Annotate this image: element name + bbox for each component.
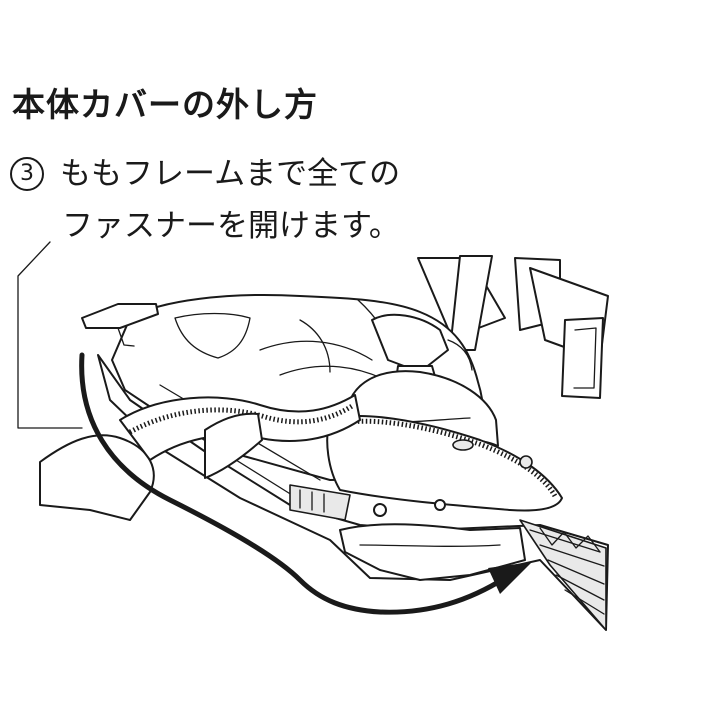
step-text-line1: ももフレームまで全ての	[60, 156, 401, 192]
unzip-direction-arrow	[79, 352, 532, 615]
canopy-handle	[81, 303, 159, 347]
thigh-frame-footrest	[326, 415, 563, 512]
undercarriage	[97, 354, 609, 631]
page-title: 本体カバーの外し方	[12, 85, 318, 124]
step-instruction: 3 ももフレームまで全ての ファスナーを開けます。	[10, 148, 400, 252]
step-number-badge: 3	[10, 157, 44, 191]
callout-leader-line	[17, 241, 83, 429]
step-text-line2: ファスナーを開けます。	[62, 208, 400, 244]
arrow-head-icon	[488, 562, 532, 594]
cover-flap-left	[39, 394, 361, 521]
stroller-frame-upper	[417, 255, 609, 399]
